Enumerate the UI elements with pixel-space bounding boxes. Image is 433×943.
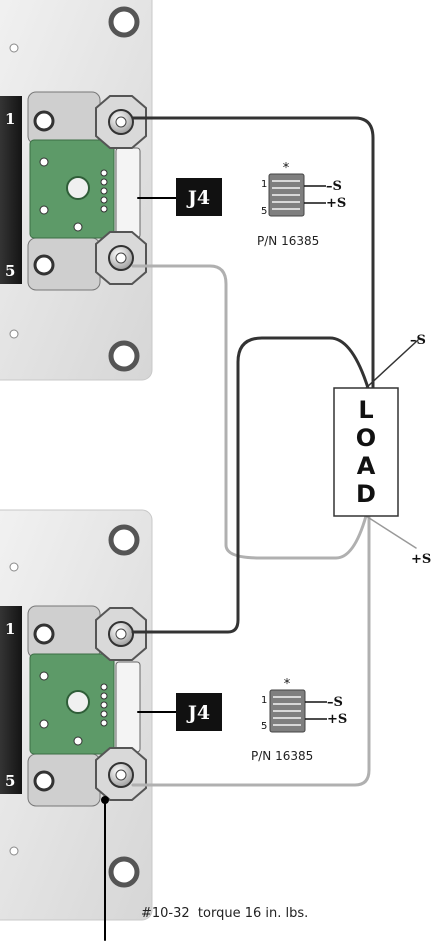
terminal-block bbox=[0, 606, 22, 794]
part-number: P/N 16385 bbox=[257, 234, 319, 248]
pcb-hole bbox=[66, 690, 90, 714]
pcb-pad bbox=[73, 222, 83, 232]
panel-screw-hole bbox=[9, 562, 19, 572]
output-stud-top bbox=[95, 95, 147, 149]
connector-pin-1-label: 1 bbox=[261, 695, 267, 706]
connector-pin-5-label: 5 bbox=[261, 721, 267, 732]
pin-1-label: 1 bbox=[5, 620, 15, 638]
pcb-header-pins bbox=[100, 169, 108, 213]
busbar-screw bbox=[33, 770, 55, 792]
j4-badge: J4 bbox=[176, 178, 222, 216]
load-letter: L bbox=[358, 396, 373, 424]
connector-sense-minus: –S bbox=[327, 695, 343, 710]
mounting-hole bbox=[108, 6, 140, 38]
mounting-hole bbox=[108, 524, 140, 556]
part-number: P/N 16385 bbox=[251, 749, 313, 763]
connector-pin-5-label: 5 bbox=[261, 206, 267, 217]
unit-1-positive-wire bbox=[131, 116, 375, 390]
load-letter: A bbox=[357, 452, 376, 480]
panel-screw-hole bbox=[9, 43, 19, 53]
pcb-hole bbox=[66, 176, 90, 200]
pcb-pad bbox=[39, 671, 49, 681]
pcb-connector-housing bbox=[115, 147, 141, 239]
pcb-pad bbox=[39, 205, 49, 215]
torque-note: #10-32 torque 16 in. lbs. bbox=[141, 906, 308, 921]
torque-leader-dot bbox=[101, 796, 109, 804]
panel-screw-hole bbox=[9, 329, 19, 339]
pcb-pad bbox=[39, 719, 49, 729]
pcb-header-pins bbox=[100, 683, 108, 727]
connector-sense-minus: –S bbox=[326, 179, 342, 194]
output-stud-bottom bbox=[95, 747, 147, 801]
load-sense-minus-lead bbox=[365, 339, 419, 389]
connector-sense-plus: +S bbox=[327, 712, 347, 727]
load-letter: D bbox=[356, 480, 376, 508]
output-stud-bottom bbox=[95, 231, 147, 285]
unit-2-negative-wire bbox=[131, 514, 371, 787]
unit-2-positive-wire bbox=[131, 336, 370, 634]
connector-marker: * bbox=[283, 161, 290, 176]
pin-5-label: 5 bbox=[5, 262, 15, 280]
unit-1-negative-wire bbox=[131, 264, 368, 560]
load-box: L O A D bbox=[333, 387, 399, 517]
j4-label: J4 bbox=[186, 187, 210, 209]
mounting-hole bbox=[108, 856, 140, 888]
j4-badge: J4 bbox=[176, 693, 222, 731]
pin-5-label: 5 bbox=[5, 772, 15, 790]
power-supply-unit-1: 1 5 bbox=[0, 0, 153, 381]
j4-label: J4 bbox=[186, 702, 210, 724]
sense-connector-plug: * 1 5 –S +S bbox=[261, 677, 347, 733]
output-stud-top bbox=[95, 607, 147, 661]
connector-marker: * bbox=[284, 677, 291, 692]
sense-connector-plug: * 1 5 –S +S bbox=[261, 161, 346, 217]
pin-1-label: 1 bbox=[5, 110, 15, 128]
terminal-block bbox=[0, 96, 22, 284]
busbar-screw bbox=[33, 110, 55, 132]
busbar-screw bbox=[33, 623, 55, 645]
load-sense-plus-lead bbox=[365, 515, 417, 549]
connector-sense-plus: +S bbox=[326, 196, 346, 211]
load-sense-minus-label: –S bbox=[410, 333, 426, 348]
power-supply-unit-2: 1 5 bbox=[0, 509, 153, 921]
pcb-connector-housing bbox=[115, 661, 141, 753]
load-sense-plus-label: +S bbox=[411, 552, 431, 567]
pcb-pad bbox=[39, 157, 49, 167]
busbar-screw bbox=[33, 254, 55, 276]
panel-screw-hole bbox=[9, 846, 19, 856]
connector-pin-1-label: 1 bbox=[261, 179, 267, 190]
wiring bbox=[104, 116, 419, 941]
load-letter: O bbox=[356, 424, 376, 452]
pcb-pad bbox=[73, 736, 83, 746]
mounting-hole bbox=[108, 340, 140, 372]
